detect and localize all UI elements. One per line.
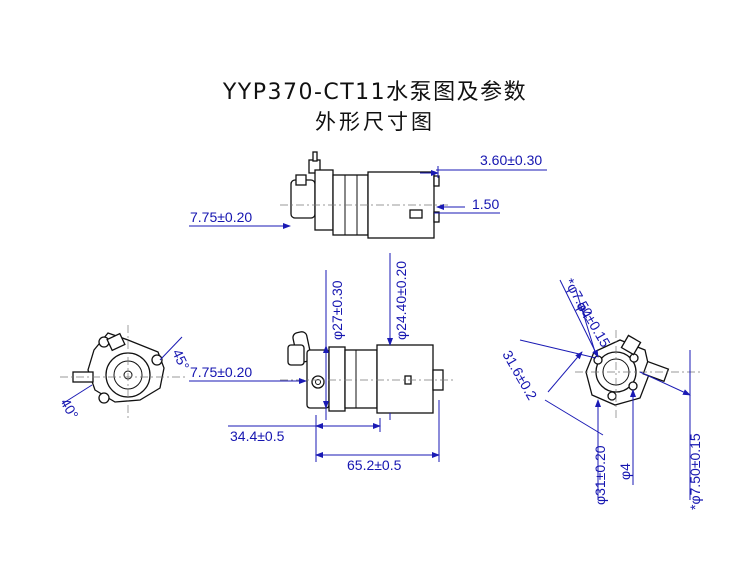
side-outlet-stub (287, 344, 305, 366)
left-mount-hole-3 (98, 392, 110, 404)
right-outlet-nozzle (642, 360, 670, 383)
right-outlet-stub (620, 334, 642, 356)
right-mount-hole-3 (607, 391, 617, 401)
left-outlet-stub (106, 332, 126, 352)
side-motor-front (344, 349, 378, 409)
top-pump-head (290, 179, 316, 219)
left-mount-hole-1 (98, 336, 110, 348)
dim-1-50: 1.50 (472, 196, 499, 212)
dim-3-60: 3.60±0.30 (480, 152, 542, 168)
top-terminal-a (433, 175, 440, 187)
top-body (314, 169, 334, 231)
drawing-title: YYP370-CT11水泵图及参数 (222, 80, 528, 105)
dim-phi27: φ27±0.30 (329, 280, 345, 340)
top-terminal-pad (409, 209, 423, 219)
dim-right-phi4-a: φ4 (573, 299, 595, 322)
side-pump-body (328, 346, 346, 412)
top-view-dimensions: 3.60±0.30 1.50 7.75±0.20 (189, 152, 547, 229)
top-view (280, 151, 450, 239)
dim-right-phi4-b: φ4 (617, 463, 633, 480)
dim-right-phi7-50-b: *φ7.50±0.15 (687, 433, 703, 510)
right-mount-hole-2 (629, 353, 639, 363)
dim-top-7-75: 7.75±0.20 (190, 209, 252, 225)
dim-65-2: 65.2±0.5 (347, 457, 402, 473)
right-mount-hole-4 (628, 381, 638, 391)
top-terminal-b (433, 211, 440, 223)
side-view (280, 331, 455, 414)
angle-40: 40° (57, 396, 81, 422)
right-end-view (575, 330, 700, 420)
left-end-view: 45° 40° (57, 325, 193, 422)
side-view-dimensions: 7.75±0.20 φ27±0.30 φ24.40±0.20 34.4±0.5 … (189, 253, 440, 473)
top-inlet (295, 174, 307, 186)
drawing-subtitle: 外形尺寸图 (315, 110, 435, 134)
dim-phi24: φ24.40±0.20 (393, 261, 409, 340)
dim-right-phi31: φ31±0.20 (592, 445, 608, 505)
dim-side-7-75: 7.75±0.20 (190, 364, 252, 380)
left-mount-hole-2 (151, 354, 163, 366)
top-nozzle-tip (312, 151, 318, 162)
dim-34-4: 34.4±0.5 (230, 428, 285, 444)
dim-right-31-6: 31.6±0.2 (499, 348, 540, 403)
right-mount-hole-1 (593, 355, 603, 365)
side-inlet-port (311, 375, 325, 389)
